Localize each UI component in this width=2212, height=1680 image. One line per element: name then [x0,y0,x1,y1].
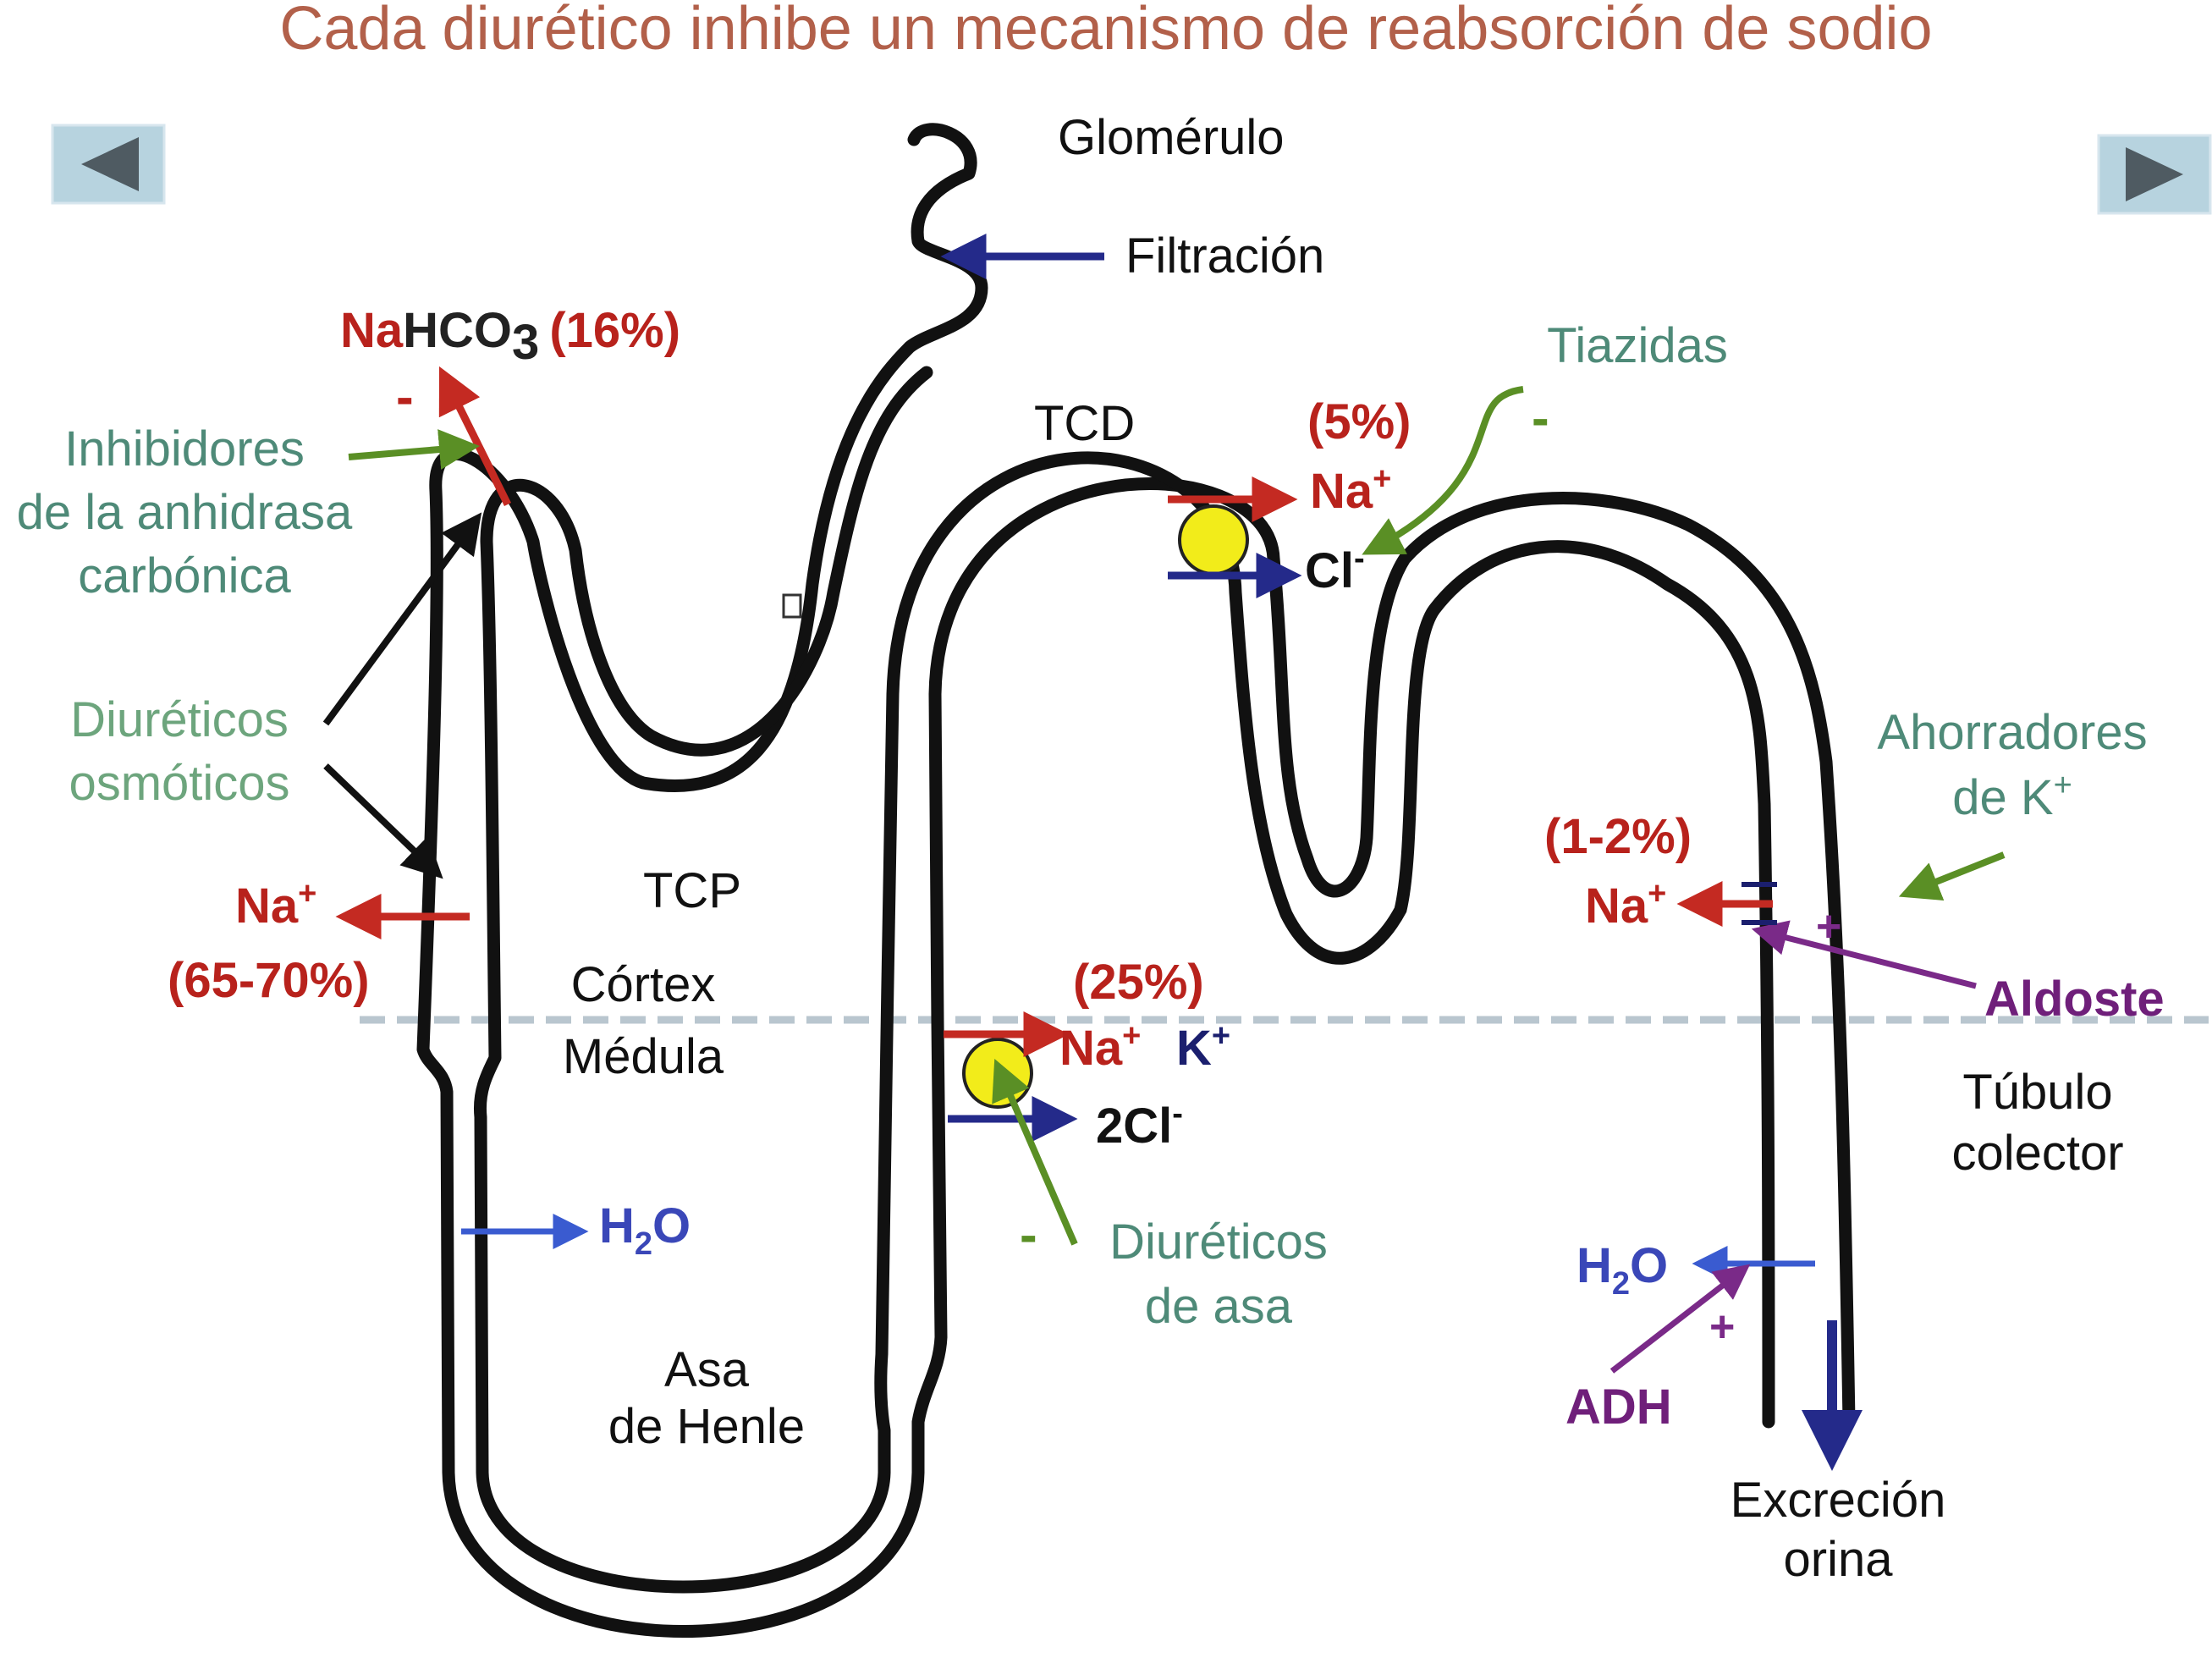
inhibidores-arrow [348,429,480,470]
henle-water-label: H2O [599,1198,691,1262]
asa-drug-label-1: Diuréticos [1109,1215,1328,1270]
inhibidores-label-3: carbónica [78,548,291,603]
tcp-pct-label: (65-70%) [168,953,370,1008]
ahorradores-label-1: Ahorradores [1877,705,2147,760]
tcd-pct-label: (5%) [1307,394,1411,449]
adh-arrow [1609,1264,1751,1374]
henle-potassium-label: K+ [1176,1018,1230,1076]
tcp-label: TCP [643,863,741,918]
filtracion-label: Filtración [1125,229,1324,284]
collector-pct-label: (1-2%) [1544,809,1692,864]
tubulo-label-1: Túbulo [1962,1065,2112,1120]
osmoticos-arrows [322,512,482,879]
asa-arrow [992,1058,1078,1246]
tubule-outer-wall [416,123,1856,1638]
osmoticos-arrow-down [323,763,443,879]
page-title: Cada diurético inhibe un mecanismo de re… [279,0,1932,63]
medula-label: Médula [563,1029,724,1084]
tcp-sodium-label: Na+ [235,876,316,934]
inhibidores-label-1: Inhibidores [64,421,305,476]
osmoticos-arrow-up [322,512,482,726]
collector-sodium-label: Na+ [1585,876,1666,934]
asa-minus-sign: - [1020,1206,1037,1264]
tubule-inner-wall [473,366,1775,1594]
inhibition-arrows [348,386,2006,1246]
asa-henle-label-2: de Henle [608,1399,805,1454]
cortex-label: Córtex [571,957,716,1012]
adh-label: ADH [1565,1380,1672,1435]
nahco3-arrow [438,366,512,507]
next-slide-button[interactable] [2097,134,2212,215]
ahorradores-arrow [1898,851,2006,901]
aldosterona-label: Aldoste [1984,972,2165,1027]
tubulo-label-2: colector [1951,1126,2123,1181]
asa-henle-label-1: Asa [664,1342,750,1397]
triangle-right-icon [2126,147,2183,201]
tcd-label: TCD [1034,396,1135,451]
triangle-left-icon [81,137,139,191]
osmoticos-label-1: Diuréticos [70,692,289,747]
excrecion-label-2: orina [1784,1532,1894,1587]
henle-chloride-label: 2Cl- [1096,1096,1183,1154]
collector-water-label: H2O [1576,1238,1668,1302]
collector-channel-marks [1742,882,1777,925]
tiazidas-arrow [1362,386,1524,555]
henle-sodium-label: Na+ [1059,1018,1141,1076]
nahco3-minus-sign: - [396,368,414,427]
nahco3-label: NaHCO3(16%) [340,303,680,370]
asa-drug-label-2: de asa [1145,1279,1293,1334]
adh-plus-sign: + [1709,1303,1735,1352]
inhibidores-label-2: de la anhidrasa [17,485,353,540]
glomerulo-label: Glomérulo [1058,110,1285,165]
tcd-nacl-transporter [1178,504,1249,576]
hormone-arrows [1609,920,1977,1374]
tcd-chloride-label: Cl- [1305,541,1365,598]
osmoticos-label-2: osmóticos [69,756,289,811]
henle-pct-label: (25%) [1073,955,1204,1010]
water-arrows [461,1214,1815,1281]
chloride-arrows [940,234,1863,1471]
small-marker-box [782,593,802,619]
prev-slide-button[interactable] [51,124,166,205]
excrecion-label-1: Excreción [1731,1473,1946,1528]
nephron-tubule [416,123,1856,1638]
ahorradores-label-2: de K+ [1952,768,2072,825]
tiazidas-minus-sign: - [1532,389,1549,448]
tcd-sodium-label: Na+ [1310,461,1391,519]
sodium-arrows [335,366,1773,1057]
aldosterona-arrow [1751,920,1977,989]
aldosterona-plus-sign: + [1816,902,1841,951]
tiazidas-label: Tiazidas [1547,318,1728,373]
